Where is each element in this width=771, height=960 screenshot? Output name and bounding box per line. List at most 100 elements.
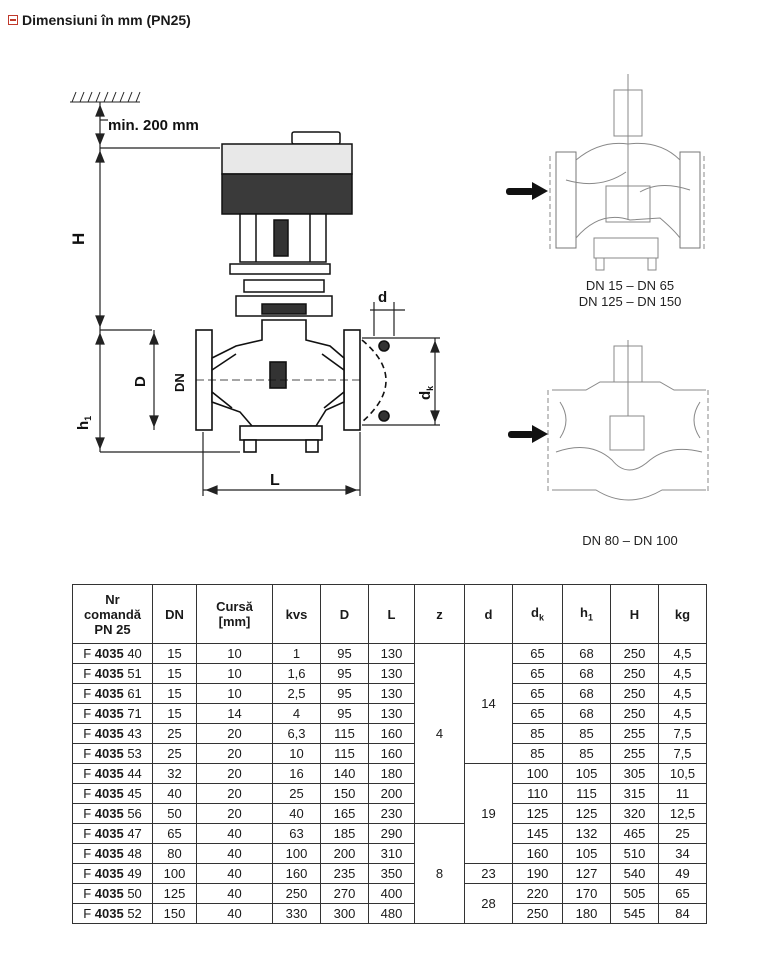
d-cell: 270 <box>320 883 369 904</box>
dn-cell: 125 <box>152 883 197 904</box>
order-number-cell: F 4035 52 <box>72 903 153 924</box>
dn-cell: 65 <box>152 823 197 844</box>
d-cell: 14 <box>464 643 513 764</box>
kg-cell: 12,5 <box>658 803 707 824</box>
h1-cell: 105 <box>562 763 611 784</box>
dn-cell: 50 <box>152 803 197 824</box>
h-cell: 510 <box>610 843 659 864</box>
z-cell: 4 <box>414 643 465 824</box>
cursa-cell: 40 <box>196 823 273 844</box>
heading-text: Dimensiuni în mm (PN25) <box>22 12 191 28</box>
kg-cell: 10,5 <box>658 763 707 784</box>
col-header-dk: dk <box>512 584 563 644</box>
d-cell: 300 <box>320 903 369 924</box>
kvs-cell: 1,6 <box>272 663 321 684</box>
DN-label: DN <box>172 373 187 392</box>
d-label: d <box>378 289 387 306</box>
h-cell: 465 <box>610 823 659 844</box>
kg-cell: 4,5 <box>658 683 707 704</box>
l-cell: 480 <box>368 903 415 924</box>
section-view-bottom <box>547 340 709 501</box>
h1-cell: 132 <box>562 823 611 844</box>
cursa-cell: 20 <box>196 723 273 744</box>
section-heading: Dimensiuni în mm (PN25) <box>8 12 191 28</box>
cursa-cell: 40 <box>196 843 273 864</box>
h-cell: 540 <box>610 863 659 884</box>
col-header-L: L <box>368 584 415 644</box>
order-number-cell: F 4035 50 <box>72 883 153 904</box>
dn-cell: 150 <box>152 903 197 924</box>
order-number-cell: F 4035 47 <box>72 823 153 844</box>
cursa-cell: 10 <box>196 643 273 664</box>
h1-cell: 127 <box>562 863 611 884</box>
col-header-z: z <box>414 584 465 644</box>
dk-cell: 85 <box>512 743 563 764</box>
h1-cell: 85 <box>562 743 611 764</box>
d-cell: 95 <box>320 683 369 704</box>
d-cell: 95 <box>320 643 369 664</box>
h-cell: 545 <box>610 903 659 924</box>
kg-cell: 7,5 <box>658 743 707 764</box>
h1-cell: 125 <box>562 803 611 824</box>
kvs-cell: 25 <box>272 783 321 804</box>
h1-cell: 68 <box>562 683 611 704</box>
kg-cell: 84 <box>658 903 707 924</box>
d-cell: 23 <box>464 863 513 884</box>
d-cell: 28 <box>464 883 513 924</box>
cursa-cell: 10 <box>196 683 273 704</box>
dn-cell: 15 <box>152 663 197 684</box>
h1-cell: 180 <box>562 903 611 924</box>
cursa-cell: 14 <box>196 703 273 724</box>
col-header-dn: DN <box>152 584 197 644</box>
d-cell: 165 <box>320 803 369 824</box>
h1-cell: 68 <box>562 643 611 664</box>
h1-label: h1 <box>75 416 93 430</box>
order-number-cell: F 4035 49 <box>72 863 153 884</box>
L-label: L <box>270 472 280 489</box>
h-cell: 305 <box>610 763 659 784</box>
kg-cell: 49 <box>658 863 707 884</box>
dn-cell: 32 <box>152 763 197 784</box>
dn-cell: 25 <box>152 723 197 744</box>
dn-cell: 15 <box>152 683 197 704</box>
dk-cell: 190 <box>512 863 563 884</box>
d-cell: 115 <box>320 743 369 764</box>
dn-cell: 40 <box>152 783 197 804</box>
h-cell: 250 <box>610 703 659 724</box>
dn-cell: 15 <box>152 703 197 724</box>
dk-cell: 65 <box>512 663 563 684</box>
h-cell: 255 <box>610 723 659 744</box>
d-cell: 115 <box>320 723 369 744</box>
cursa-cell: 10 <box>196 663 273 684</box>
kg-cell: 11 <box>658 783 707 804</box>
h-cell: 255 <box>610 743 659 764</box>
col-header-kg: kg <box>658 584 707 644</box>
dk-cell: 125 <box>512 803 563 824</box>
H-label: H <box>69 233 88 245</box>
kvs-cell: 16 <box>272 763 321 784</box>
collapse-box-icon[interactable] <box>8 15 18 25</box>
kg-cell: 4,5 <box>658 703 707 724</box>
l-cell: 130 <box>368 643 415 664</box>
kvs-cell: 2,5 <box>272 683 321 704</box>
order-number-cell: F 4035 61 <box>72 683 153 704</box>
h-cell: 250 <box>610 643 659 664</box>
order-number-cell: F 4035 40 <box>72 643 153 664</box>
d-cell: 95 <box>320 663 369 684</box>
kg-cell: 25 <box>658 823 707 844</box>
dk-cell: 145 <box>512 823 563 844</box>
dn-cell: 15 <box>152 643 197 664</box>
ceiling-hatch <box>70 91 141 103</box>
kvs-cell: 4 <box>272 703 321 724</box>
h-cell: 250 <box>610 683 659 704</box>
cursa-cell: 20 <box>196 763 273 784</box>
dimension-lines <box>95 102 440 496</box>
